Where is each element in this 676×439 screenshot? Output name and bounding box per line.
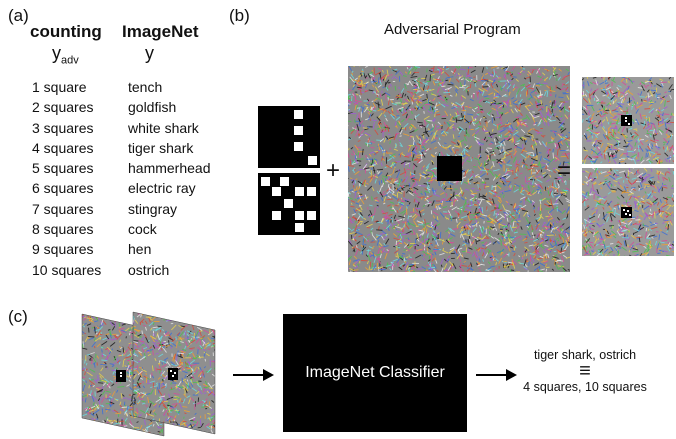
count-cell: 3 squares (32, 119, 94, 136)
count-cell: 2 squares (32, 99, 94, 116)
plus-sign: + (326, 157, 341, 184)
program-center-window (437, 156, 462, 181)
adversarial-image-4-squares (582, 77, 674, 164)
classifier-label: ImageNet Classifier (305, 364, 445, 381)
adversarial-program-title: Adversarial Program (384, 21, 521, 38)
count-cell: 1 square (32, 79, 87, 95)
count-cell: 4 squares (32, 139, 94, 156)
output-block: tiger shark, ostrich ≡ 4 squares, 10 squ… (510, 348, 660, 394)
stacked-adversarial-inputs (81, 311, 216, 437)
arrow-to-output (476, 369, 517, 381)
panel-label-a: (a) (8, 6, 29, 25)
imagenet-label-cell: white shark (128, 119, 199, 136)
count-grid-4 (258, 106, 320, 168)
output-imagenet-labels: tiger shark, ostrich (533, 348, 637, 362)
imagenet-header: ImageNet (122, 22, 199, 41)
count-grid-10 (258, 173, 320, 235)
imagenet-label-cell: stingray (128, 200, 178, 217)
count-cell: 9 squares (32, 241, 94, 258)
count-cell: 6 squares (32, 180, 94, 197)
count-column: 1 square 2 squares 3 squares 4 squares 5 squ… (32, 77, 101, 280)
count-cell: 7 squares (32, 200, 94, 217)
counting-task-inputs (258, 106, 320, 235)
input-image-front (133, 312, 215, 434)
y-symbol: y (145, 43, 154, 63)
imagenet-label-cell: ostrich (128, 261, 170, 278)
equals-sign: = (557, 157, 572, 184)
adversarial-program-image (348, 66, 570, 272)
panel-label-c: (c) (8, 307, 28, 326)
imagenet-label-cell: hammerhead (128, 160, 211, 177)
output-count-labels: 4 squares, 10 squares (523, 380, 647, 394)
label-column: tench goldfish white shark tiger shark hamme… (128, 77, 211, 280)
panel-label-b: (b) (229, 6, 250, 25)
arrow-to-classifier (233, 369, 274, 381)
count-cell: 10 squares (32, 261, 102, 278)
equivalence-symbol: ≡ (579, 360, 591, 382)
imagenet-classifier-box: ImageNet Classifier (283, 314, 467, 432)
y-adv-symbol: yadv (52, 43, 79, 67)
imagenet-label-cell: cock (128, 221, 157, 238)
counting-header: counting (30, 22, 102, 41)
imagenet-label-cell: goldfish (128, 99, 177, 116)
imagenet-label-cell: electric ray (128, 180, 196, 197)
count-cell: 5 squares (32, 160, 94, 177)
count-cell: 8 squares (32, 221, 94, 238)
imagenet-label-cell: tiger shark (128, 139, 194, 156)
imagenet-label-cell: hen (128, 241, 152, 258)
imagenet-label-cell: tench (128, 79, 163, 95)
adversarial-image-10-squares (582, 168, 674, 256)
